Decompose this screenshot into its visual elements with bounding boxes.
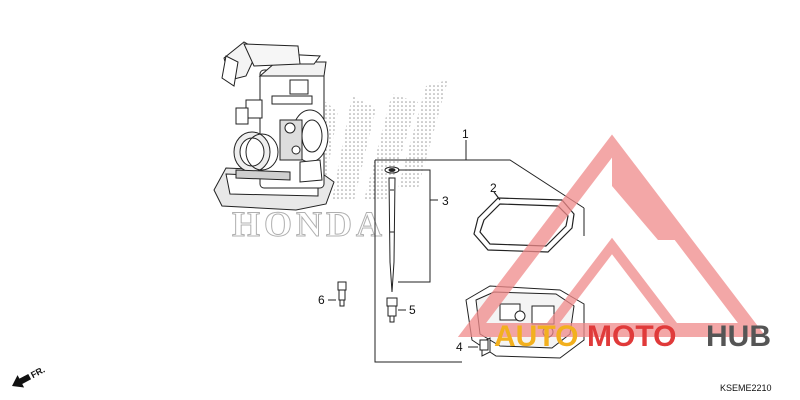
callout-part-5: 5 xyxy=(409,303,416,317)
callout-part-1: 1 xyxy=(462,127,469,141)
float-chamber-gasket xyxy=(473,191,575,253)
carburetor-assembly-illustration xyxy=(213,41,335,211)
honda-logo-text: HONDA xyxy=(232,204,386,244)
main-jet-part xyxy=(386,297,406,323)
callout-part-4: 4 xyxy=(456,340,463,354)
assembly-frame xyxy=(374,140,585,363)
diagram-code: KSEME2210 xyxy=(720,383,772,393)
front-direction-arrow-icon: FR. xyxy=(12,364,47,388)
pilot-jet-part xyxy=(328,281,347,307)
direction-label: FR. xyxy=(29,364,46,380)
watermark-text: AUTO MOTO HUB xyxy=(494,320,771,353)
callout-part-2: 2 xyxy=(490,181,497,195)
callout-part-3: 3 xyxy=(442,194,449,208)
needle-part xyxy=(384,166,438,293)
watermark-word-moto: MOTO xyxy=(587,320,676,353)
watermark-word-auto: AUTO xyxy=(494,320,578,353)
automotohub-watermark xyxy=(457,134,767,337)
callout-part-6: 6 xyxy=(318,293,325,307)
watermark-word-hub: HUB xyxy=(706,320,771,353)
